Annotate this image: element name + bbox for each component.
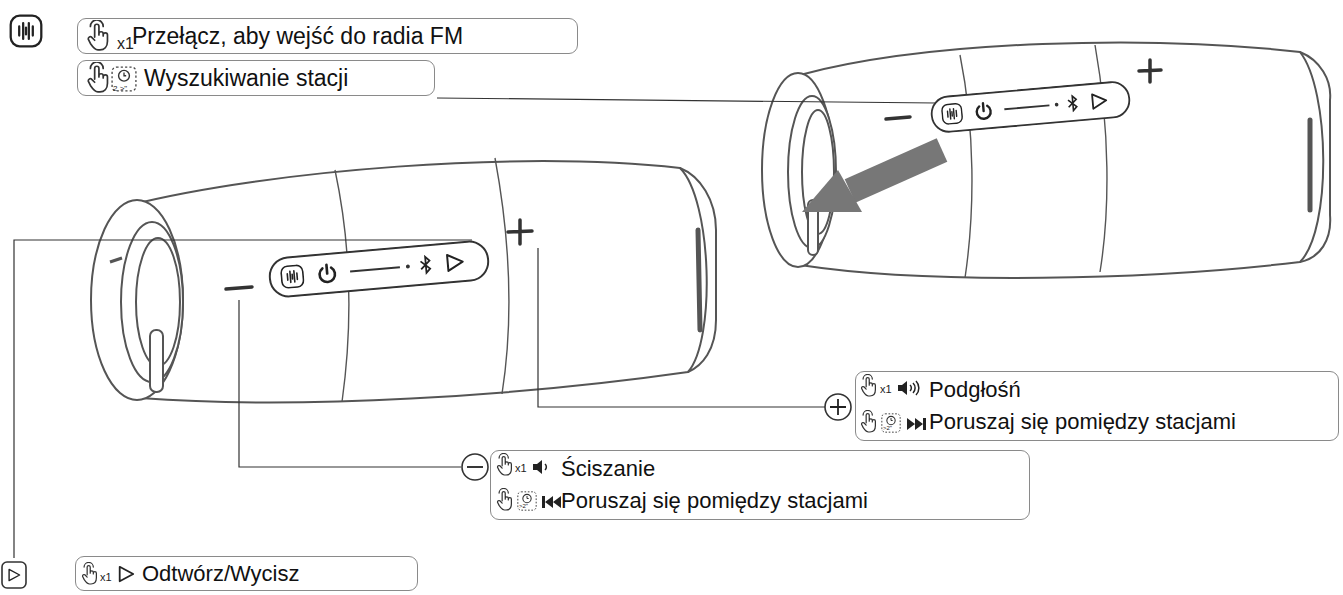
text-line: Wyszukiwanie stacji <box>144 63 424 93</box>
text-line: Poruszaj się pomiędzy stacjami <box>929 406 1328 438</box>
text-line: Ściszanie <box>561 453 1019 485</box>
text-line: Przełącz, aby wejść do radia FM <box>132 21 567 51</box>
callout-box: Wyszukiwanie stacji <box>77 60 435 96</box>
callout-text: Ściszanie <box>561 453 655 485</box>
icon-label: x1 <box>515 463 527 474</box>
callout-text: Wyszukiwanie stacji <box>144 63 348 93</box>
callout-box: Przełącz, aby wejść do radia FM <box>77 18 578 54</box>
text-line: Odtwórz/Wycisz <box>142 559 407 588</box>
callout-box: PodgłośńPoruszaj się pomiędzy stacjami <box>855 371 1339 441</box>
callout-text: Przełącz, aby wejść do radia FM <box>132 21 463 51</box>
callout-box: ŚciszaniePoruszaj się pomiędzy stacjami <box>490 450 1030 520</box>
icon-label: >2" <box>519 503 528 509</box>
callout-text: Podgłośń <box>929 374 1021 406</box>
text-line: Podgłośń <box>929 374 1328 406</box>
callout-box: Odtwórz/Wycisz <box>75 556 418 591</box>
callout-text: Poruszaj się pomiędzy stacjami <box>561 485 868 517</box>
icon-label: >2" <box>883 425 892 431</box>
text-line: Poruszaj się pomiędzy stacjami <box>561 485 1019 517</box>
icon-label: 2 >" <box>113 85 127 93</box>
icon-label: x1 <box>117 36 134 52</box>
icon-label: x1 <box>100 572 112 583</box>
callout-text: Poruszaj się pomiędzy stacjami <box>929 406 1236 438</box>
callout-text: Odtwórz/Wycisz <box>142 559 299 588</box>
icon-label: x1 <box>880 384 892 395</box>
